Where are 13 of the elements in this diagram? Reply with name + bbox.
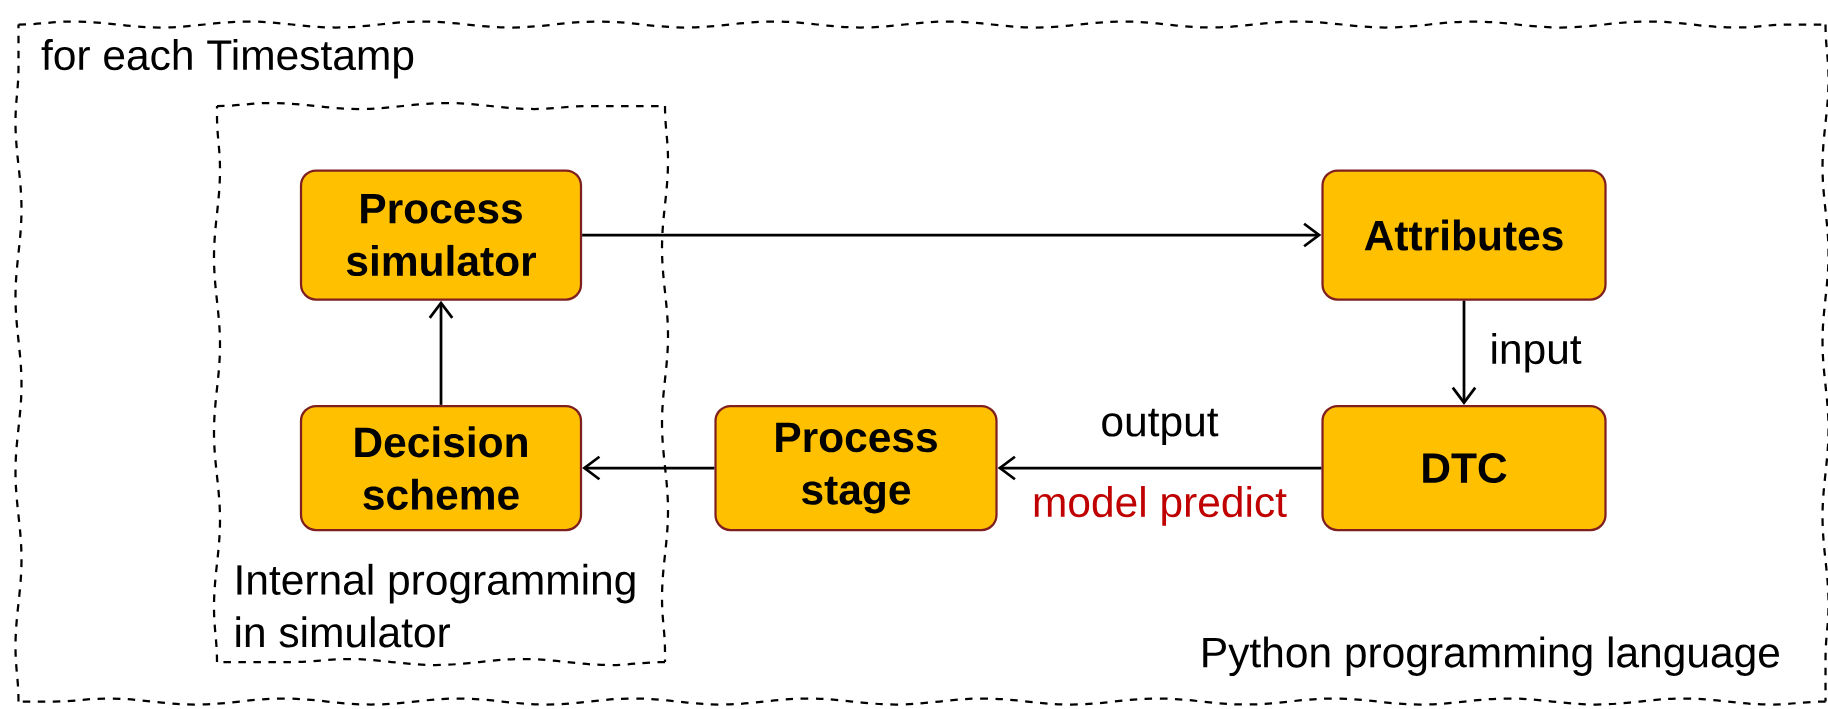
process-box: Attributes [1321, 169, 1607, 301]
edge-label: output [1097, 406, 1222, 448]
arrow [428, 300, 454, 405]
arrow [997, 455, 1322, 481]
process-box: Process stage [714, 404, 998, 532]
process-box: DTC [1321, 404, 1607, 532]
edge-label: input [1487, 330, 1585, 376]
note-text: model predict [1029, 483, 1290, 529]
process-box: Process simulator [299, 169, 583, 301]
arrow [582, 222, 1322, 248]
arrow [582, 455, 715, 481]
arrow [1451, 300, 1477, 405]
process-box: Decision scheme [299, 404, 583, 532]
